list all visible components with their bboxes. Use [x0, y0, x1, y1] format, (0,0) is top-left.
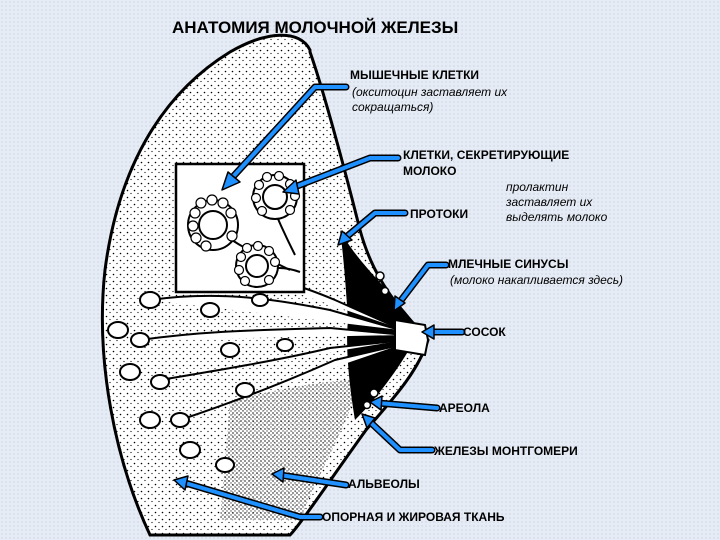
arrow-secreting-cells [282, 154, 402, 195]
label-secreting-1: КЛЕТКИ, СЕКРЕТИРУЮЩИЕ [403, 148, 570, 162]
label-secreting-2: МОЛОКО [403, 164, 457, 178]
note-prolactin-3: выделять молоко [506, 210, 608, 224]
arrow-montgomery [361, 413, 436, 454]
arrow-ducts [337, 209, 409, 246]
arrow-muscle-cells [221, 83, 350, 191]
note-muscle-2: сокращаться) [352, 100, 434, 114]
pointer-arrows [173, 83, 466, 521]
note-prolactin-2: заставляет их [506, 195, 593, 209]
label-nipple: СОСОК [463, 325, 506, 339]
arrow-alveoli [271, 467, 350, 489]
arrow-tissue [173, 475, 324, 521]
dense-tissue [220, 380, 360, 520]
arrow-sinuses [393, 261, 450, 312]
note-prolactin-1: пролактин [506, 180, 569, 194]
nipple [394, 318, 430, 357]
arrow-areola [369, 395, 441, 412]
label-areola: АРЕОЛА [439, 401, 490, 415]
label-montgomery: ЖЕЛЕЗЫ МОНТГОМЕРИ [434, 444, 578, 458]
label-tissue: ОПОРНАЯ И ЖИРОВАЯ ТКАНЬ [322, 510, 505, 524]
montgomery-glands [362, 271, 390, 410]
note-sinuses: (молоко накапливается здесь) [450, 273, 624, 287]
label-alveoli: АЛЬВЕОЛЫ [348, 477, 420, 491]
diagram-title: АНАТОМИЯ МОЛОЧНОЙ ЖЕЛЕЗЫ [172, 18, 459, 37]
arrow-nipple [421, 324, 466, 340]
label-ducts: ПРОТОКИ [410, 207, 469, 221]
label-sinuses: МЛЕЧНЫЕ СИНУСЫ [448, 257, 569, 271]
note-muscle-1: (окситоцин заставляет их [352, 85, 508, 99]
label-muscle-cells: МЫШЕЧНЫЕ КЛЕТКИ [350, 68, 480, 82]
